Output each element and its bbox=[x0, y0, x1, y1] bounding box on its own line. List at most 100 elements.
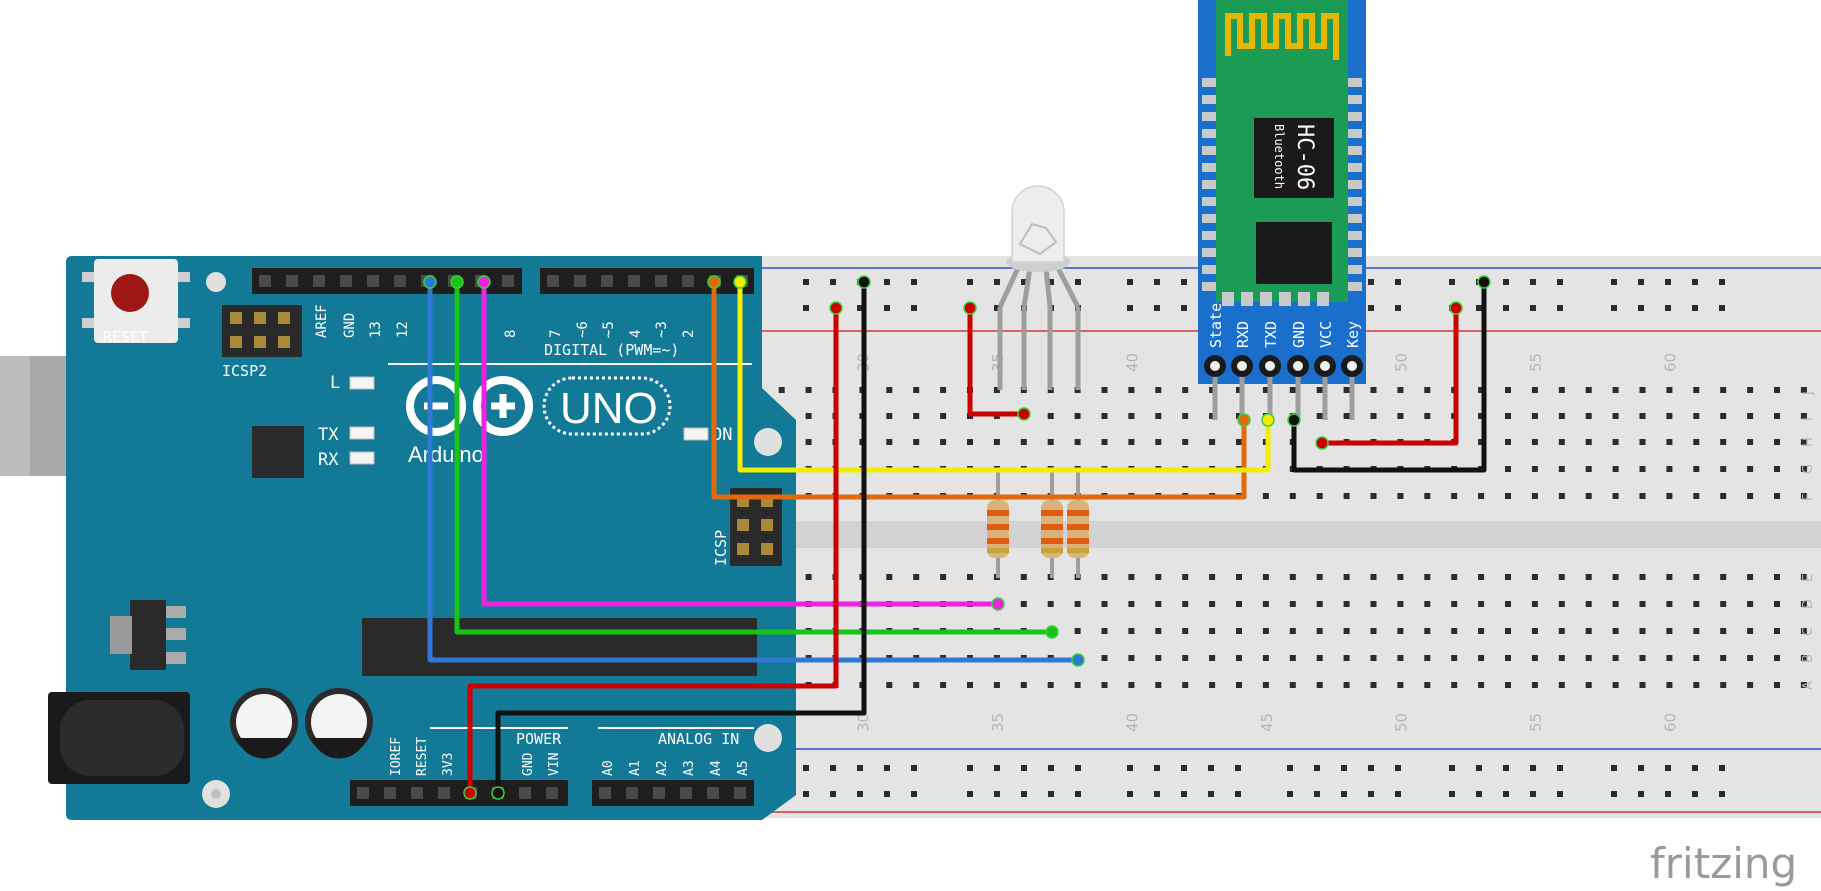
led-leg bbox=[1043, 267, 1053, 308]
breadboard-hole bbox=[805, 574, 812, 580]
breadboard-hole bbox=[1424, 682, 1431, 688]
led-rx-icon bbox=[349, 451, 375, 465]
reset-button-cap[interactable] bbox=[111, 274, 149, 312]
breadboard-hole bbox=[1316, 574, 1323, 580]
breadboard-rail-hole bbox=[1476, 791, 1482, 797]
breadboard-hole bbox=[886, 682, 893, 688]
breadboard-hole bbox=[1774, 413, 1780, 419]
breadboard-hole bbox=[1531, 574, 1538, 580]
breadboard-hole bbox=[1343, 387, 1350, 393]
breadboard-hole bbox=[1236, 655, 1242, 661]
breadboard-hole bbox=[1747, 387, 1754, 393]
castellated-pad bbox=[1348, 146, 1362, 155]
breadboard-rail-hole bbox=[1530, 765, 1536, 771]
column-number: 60 bbox=[1661, 713, 1679, 732]
breadboard-hole bbox=[1774, 466, 1780, 472]
breadboard-hole bbox=[1478, 601, 1485, 607]
breadboard-rail-hole bbox=[1557, 279, 1563, 285]
breadboard-hole bbox=[1451, 655, 1458, 661]
breadboard-hole bbox=[1747, 628, 1754, 634]
castellated-pad bbox=[1348, 282, 1362, 291]
breadboard-hole bbox=[1343, 574, 1350, 580]
breadboard-hole bbox=[1370, 601, 1377, 607]
column-number: 30 bbox=[854, 713, 872, 732]
header-pin bbox=[519, 787, 531, 799]
header-pin bbox=[438, 787, 450, 799]
breadboard-hole bbox=[805, 413, 812, 419]
digital-label: DIGITAL (PWM=~) bbox=[544, 341, 679, 359]
breadboard-hole bbox=[993, 387, 1000, 393]
breadboard-rail-hole bbox=[1503, 305, 1509, 311]
breadboard-hole bbox=[1720, 466, 1727, 472]
breadboard-rail-hole bbox=[1719, 791, 1725, 797]
breadboard-hole bbox=[1612, 601, 1619, 607]
breadboard-rail-hole bbox=[1719, 305, 1725, 311]
breadboard-hole bbox=[913, 574, 920, 580]
breadboard-rail-hole bbox=[1503, 791, 1509, 797]
castellated-pad bbox=[1222, 292, 1234, 306]
breadboard-hole bbox=[1800, 682, 1807, 688]
regulator-pin bbox=[166, 652, 186, 664]
breadboard-hole bbox=[1397, 655, 1404, 661]
breadboard-hole bbox=[1800, 387, 1807, 393]
resistor-band bbox=[1067, 548, 1089, 553]
breadboard-hole bbox=[1612, 493, 1619, 499]
analog-label: ANALOG IN bbox=[658, 730, 739, 748]
breadboard-column-numbers: 3030353540404545505055556060 bbox=[854, 353, 1679, 732]
column-number: 55 bbox=[1527, 353, 1545, 372]
breadboard-hole bbox=[1800, 601, 1807, 607]
row-letter: D bbox=[1801, 599, 1816, 609]
breadboard-hole bbox=[1262, 601, 1269, 607]
breadboard-hole bbox=[1505, 439, 1511, 445]
icsp2-pin bbox=[278, 336, 290, 348]
column-number: 45 bbox=[1258, 713, 1276, 732]
breadboard-hole bbox=[1209, 413, 1216, 419]
breadboard-hole bbox=[1800, 466, 1807, 472]
wire-end bbox=[450, 275, 464, 289]
breadboard-hole bbox=[1155, 655, 1162, 661]
icsp2-label: ICSP2 bbox=[222, 362, 267, 380]
breadboard-center-channel bbox=[760, 521, 1821, 548]
breadboard-hole bbox=[1774, 682, 1780, 688]
breadboard-hole bbox=[1720, 439, 1727, 445]
breadboard-rail-hole bbox=[1692, 791, 1698, 797]
breadboard-rail-hole bbox=[1665, 791, 1671, 797]
breadboard-hole bbox=[1155, 628, 1162, 634]
breadboard-hole bbox=[1209, 628, 1216, 634]
breadboard-hole bbox=[1182, 655, 1189, 661]
header-pin bbox=[682, 275, 694, 287]
breadboard-rail-hole bbox=[884, 305, 890, 311]
resistors bbox=[987, 468, 1089, 578]
breadboard-hole bbox=[1316, 387, 1323, 393]
breadboard-hole bbox=[1101, 387, 1108, 393]
breadboard-rail-hole bbox=[1503, 279, 1509, 285]
breadboard-hole bbox=[1531, 413, 1538, 419]
digital-pin-label: 7 bbox=[548, 330, 564, 338]
breadboard-hole bbox=[1182, 682, 1189, 688]
castellated-pad bbox=[1202, 95, 1216, 104]
breadboard-hole bbox=[1289, 655, 1296, 661]
breadboard-hole bbox=[1397, 682, 1404, 688]
row-letter: E bbox=[1801, 574, 1816, 582]
breadboard-hole bbox=[1666, 413, 1673, 419]
wire-magenta-pin10 bbox=[481, 282, 998, 607]
wire-black-bt-gnd bbox=[1291, 282, 1487, 473]
icsp2-pin bbox=[254, 312, 266, 324]
breadboard-hole bbox=[1370, 574, 1377, 580]
header-pin bbox=[259, 275, 271, 287]
breadboard-rail-hole bbox=[911, 765, 917, 771]
wire-end bbox=[1477, 275, 1491, 289]
breadboard-hole bbox=[1612, 413, 1619, 419]
breadboard-hole bbox=[1505, 601, 1511, 607]
led-lens bbox=[1011, 185, 1065, 263]
row-letter: H bbox=[1801, 437, 1816, 447]
wire-end bbox=[1449, 301, 1463, 315]
castellated-pad bbox=[1202, 282, 1216, 291]
breadboard-hole bbox=[1720, 574, 1727, 580]
digital-pin-label: GND bbox=[342, 313, 358, 338]
wire-end bbox=[991, 597, 1005, 611]
castellated-pad bbox=[1202, 129, 1216, 138]
header-pin bbox=[734, 787, 746, 799]
